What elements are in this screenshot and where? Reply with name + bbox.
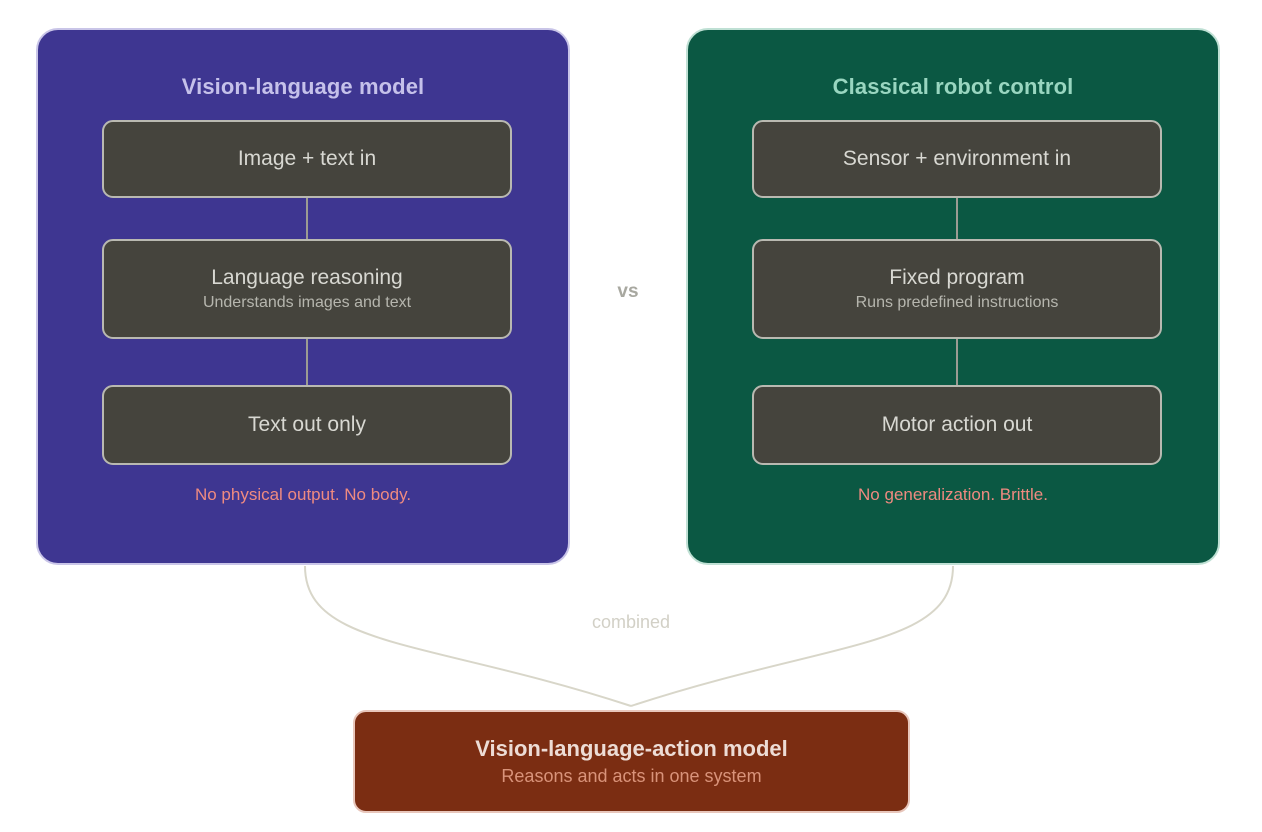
step-box-motor-action-out[interactable]: Motor action out [752,385,1162,465]
caveat-text-vision-language-model: No physical output. No body. [194,485,412,504]
merge-curve-left [304,565,632,707]
result-subtitle: Reasons and acts in one system [501,765,762,786]
step-box-sensor-environment-in[interactable]: Sensor + environment in [752,120,1162,198]
connector-step2-step3 [306,339,308,385]
connector-step1-step2 [306,198,308,239]
connector-step2-step3 [956,339,958,385]
step-box-fixed-program[interactable]: Fixed program Runs predefined instructio… [752,239,1162,339]
caveat-text-classical-robot-control: No generalization. Brittle. [858,485,1048,504]
step-title: Text out only [248,412,366,436]
connector-step1-step2 [956,198,958,239]
step-subtitle: Understands images and text [202,294,412,312]
step-box-image-text-in[interactable]: Image + text in [102,120,512,198]
combined-label: combined [591,612,671,632]
panel-vision-language-model[interactable]: Vision-language model Image + text in La… [36,28,570,565]
panel-classical-robot-control[interactable]: Classical robot control Sensor + environ… [686,28,1220,565]
panel-title-vision-language-model: Vision-language model [181,74,425,99]
step-title: Fixed program [889,265,1025,289]
step-title: Language reasoning [211,265,403,289]
result-box-vision-language-action-model[interactable]: Vision-language-action model Reasons and… [353,710,910,813]
step-box-language-reasoning[interactable]: Language reasoning Understands images an… [102,239,512,339]
step-title: Motor action out [881,412,1033,436]
step-title: Image + text in [237,146,377,170]
step-box-text-out-only[interactable]: Text out only [102,385,512,465]
step-subtitle: Runs predefined instructions [855,294,1059,312]
versus-label: vs [617,281,639,302]
step-title: Sensor + environment in [842,146,1072,170]
panel-title-classical-robot-control: Classical robot control [832,74,1074,99]
merge-curve-right [630,565,954,707]
result-title: Vision-language-action model [475,735,788,761]
